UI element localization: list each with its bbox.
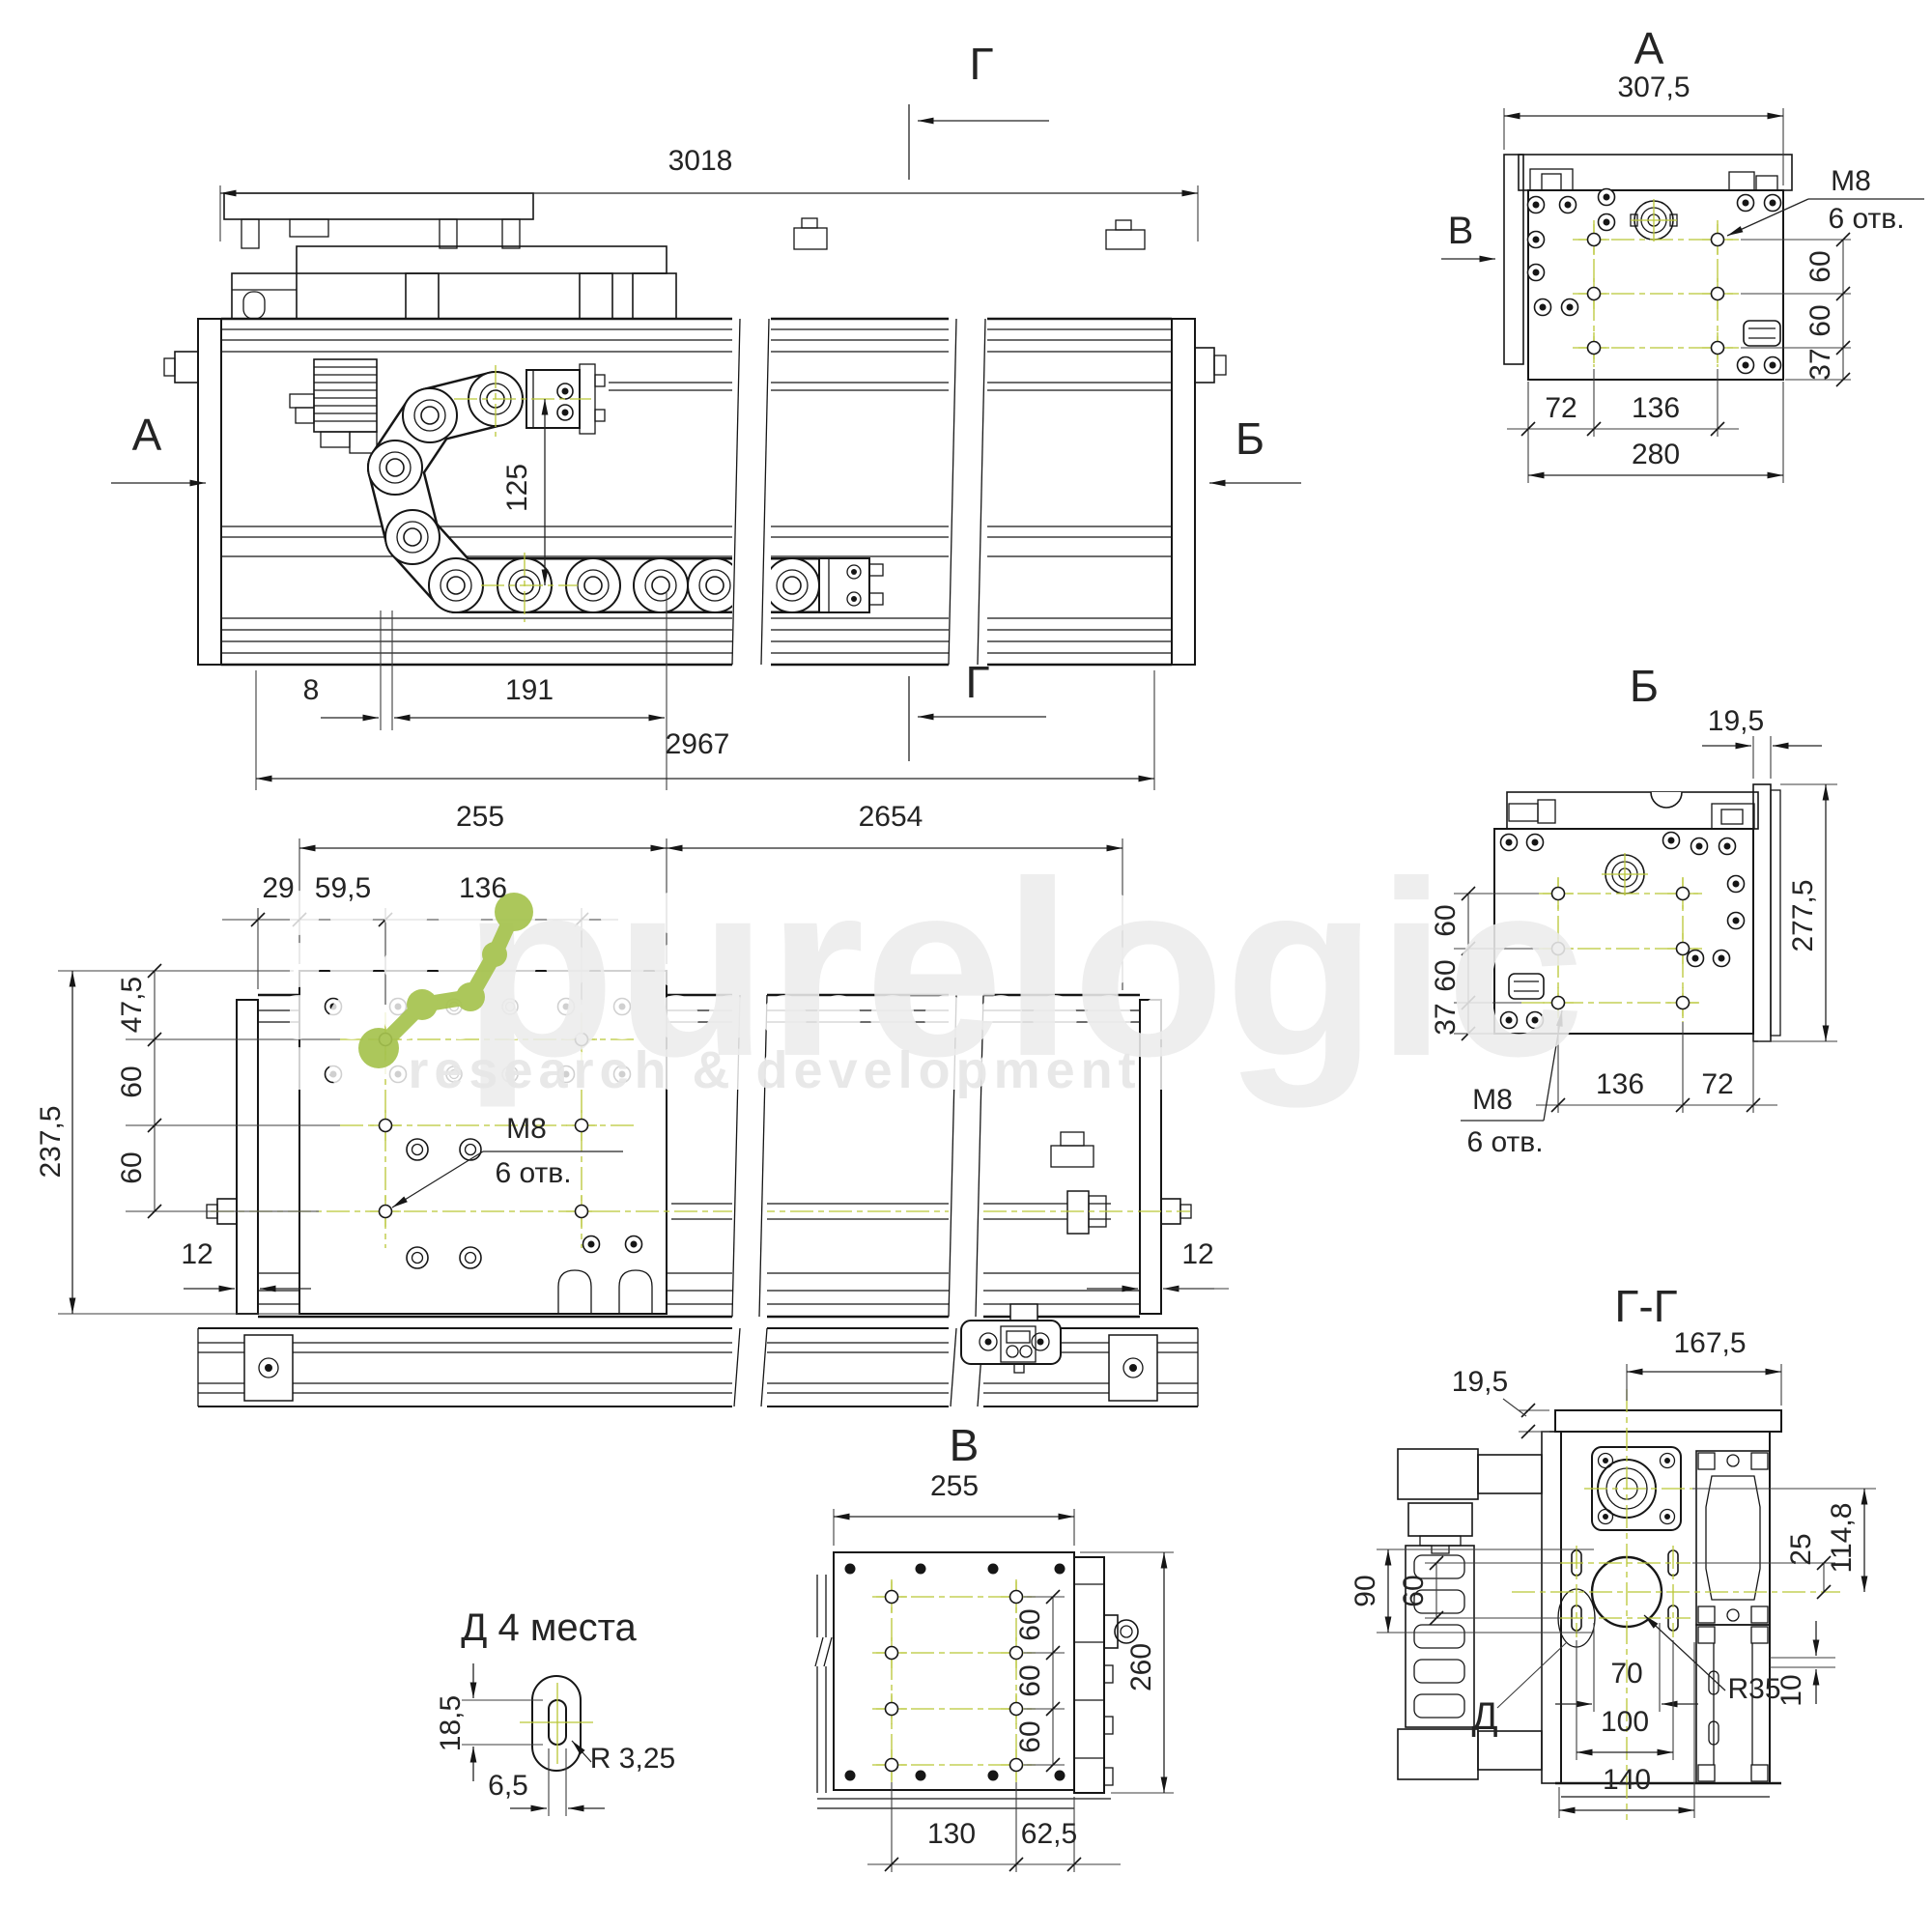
dim-255-v: 255 [930, 1470, 979, 1502]
dim-277-5: 277,5 [1787, 879, 1819, 952]
section-gg-dimensions [1377, 1364, 1876, 1818]
dim-260: 260 [1125, 1643, 1157, 1691]
dim-237-5: 237,5 [35, 1105, 67, 1178]
view-b-dimensions [1454, 736, 1837, 1122]
dim-167-5: 167,5 [1673, 1327, 1746, 1359]
labels: 3018 Г А Б 125 8 191 Г 2967 255 2654 29 … [35, 23, 1905, 1850]
dim-60-a2: 60 [1804, 304, 1836, 336]
section-mark-g-top: Г [970, 39, 994, 89]
thread-callout-a: М8 [1831, 165, 1871, 197]
dim-60-v1: 60 [1014, 1608, 1046, 1640]
view-mark-a: А [132, 410, 162, 460]
dim-125: 125 [501, 464, 533, 512]
dim-136-a: 136 [1632, 392, 1680, 424]
dim-60-plan-a: 60 [116, 1065, 148, 1097]
dim-130: 130 [927, 1818, 976, 1850]
section-gg-geometry [1397, 1389, 1840, 1820]
view-mark-v: В [1448, 210, 1474, 252]
dim-59-5: 59,5 [315, 872, 371, 904]
radius-r3-25: R 3,25 [590, 1743, 675, 1775]
dim-2967: 2967 [666, 728, 730, 760]
thread-callout-b: М8 [1472, 1084, 1513, 1116]
dim-19-5-gg: 19,5 [1452, 1366, 1508, 1398]
dim-3018: 3018 [668, 145, 733, 177]
dim-136-plan: 136 [459, 872, 507, 904]
dim-37-b: 37 [1430, 1003, 1462, 1035]
dim-8: 8 [303, 674, 320, 706]
dim-100: 100 [1601, 1706, 1649, 1738]
detail-mark-d: Д [1471, 1695, 1497, 1738]
dim-12-left: 12 [181, 1238, 213, 1270]
dim-19-5-b: 19,5 [1708, 705, 1764, 737]
dim-255-plan: 255 [456, 801, 504, 833]
dim-37-a: 37 [1804, 348, 1836, 380]
dim-280: 280 [1632, 439, 1680, 470]
view-v-geometry [811, 1551, 1139, 1809]
dim-90: 90 [1350, 1575, 1381, 1606]
dim-70: 70 [1610, 1658, 1642, 1690]
holes-callout-plan: 6 отв. [495, 1157, 571, 1189]
dim-47-5: 47,5 [116, 977, 148, 1033]
dim-60-plan-b: 60 [116, 1151, 148, 1183]
watermark-tagline: research & development [408, 1041, 1141, 1099]
dim-12-right: 12 [1181, 1238, 1213, 1270]
dim-60-a1: 60 [1804, 250, 1836, 282]
dim-72-a: 72 [1545, 392, 1577, 424]
view-a-geometry [1503, 154, 1793, 381]
view-a-dimensions [1441, 108, 1924, 483]
view-v-title: В [950, 1420, 980, 1470]
dim-60-v2: 60 [1014, 1664, 1046, 1696]
view-b-title: Б [1630, 661, 1659, 711]
view-a-title: А [1634, 23, 1664, 73]
dim-6-5: 6,5 [488, 1770, 528, 1802]
dim-2654: 2654 [859, 801, 923, 833]
view-b-geometry [1493, 783, 1781, 1042]
dim-191: 191 [505, 674, 554, 706]
front-view-geometry [163, 192, 1227, 668]
view-v-dimensions [833, 1509, 1174, 1872]
detail-d-title: Д 4 места [461, 1606, 637, 1649]
dim-114-8: 114,8 [1826, 1503, 1858, 1574]
section-gg-title: Г-Г [1614, 1281, 1677, 1331]
dim-25: 25 [1785, 1533, 1817, 1565]
front-view-dimensions [111, 104, 1301, 790]
dim-10: 10 [1776, 1674, 1807, 1706]
dim-60-gg: 60 [1398, 1575, 1430, 1606]
dim-140: 140 [1603, 1764, 1651, 1796]
dim-18-5: 18,5 [435, 1695, 467, 1751]
dim-29: 29 [262, 872, 294, 904]
watermark: purelogic research & development [290, 829, 1585, 1109]
dim-60-b1: 60 [1430, 904, 1462, 936]
thread-callout-plan: М8 [506, 1113, 547, 1145]
dim-62-5: 62,5 [1021, 1818, 1077, 1850]
section-mark-g-bottom: Г [966, 657, 990, 707]
dim-60-v3: 60 [1014, 1720, 1046, 1752]
dim-136-b: 136 [1596, 1068, 1644, 1100]
dim-72-b: 72 [1701, 1068, 1733, 1100]
dim-60-b2: 60 [1430, 959, 1462, 991]
holes-callout-b: 6 отв. [1466, 1126, 1543, 1158]
dim-307-5: 307,5 [1617, 71, 1690, 103]
detail-d-geometry [462, 1663, 605, 1816]
holes-callout-a: 6 отв. [1828, 203, 1904, 235]
view-mark-b: Б [1236, 413, 1264, 464]
radius-r35: R35 [1727, 1673, 1780, 1705]
watermark-brand: purelogic [463, 829, 1584, 1109]
watermark-logo-icon [358, 893, 533, 1068]
